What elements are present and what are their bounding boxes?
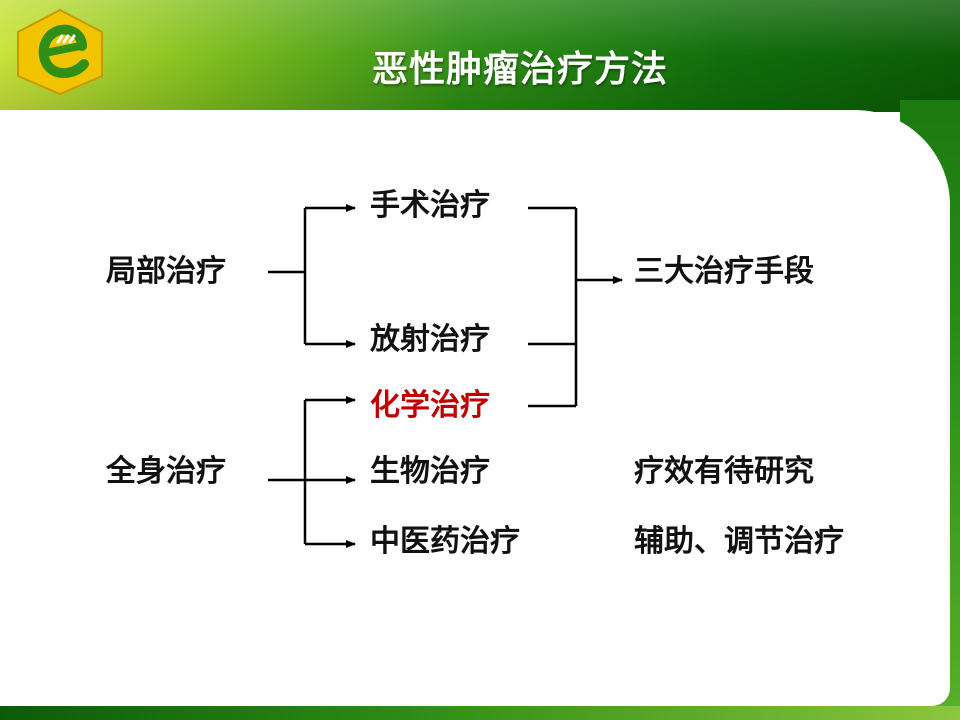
group-local: 局部治疗 bbox=[106, 254, 226, 289]
method-radiation: 放射治疗 bbox=[370, 322, 490, 357]
note-three-main: 三大治疗手段 bbox=[634, 254, 814, 289]
logo-icon bbox=[17, 8, 103, 96]
note-tcm: 辅助、调节治疗 bbox=[634, 524, 844, 559]
method-chemotherapy: 化学治疗 bbox=[370, 388, 490, 423]
method-surgery: 手术治疗 bbox=[370, 188, 490, 223]
header-shade bbox=[0, 0, 960, 112]
note-biological: 疗效有待研究 bbox=[634, 454, 814, 489]
method-biological: 生物治疗 bbox=[370, 454, 490, 489]
header-band bbox=[0, 0, 960, 112]
content-area bbox=[0, 110, 950, 706]
group-systemic: 全身治疗 bbox=[106, 454, 226, 489]
method-tcm: 中医药治疗 bbox=[370, 524, 520, 559]
footer-band bbox=[0, 706, 960, 720]
page-title: 恶性肿瘤治疗方法 bbox=[371, 49, 668, 90]
